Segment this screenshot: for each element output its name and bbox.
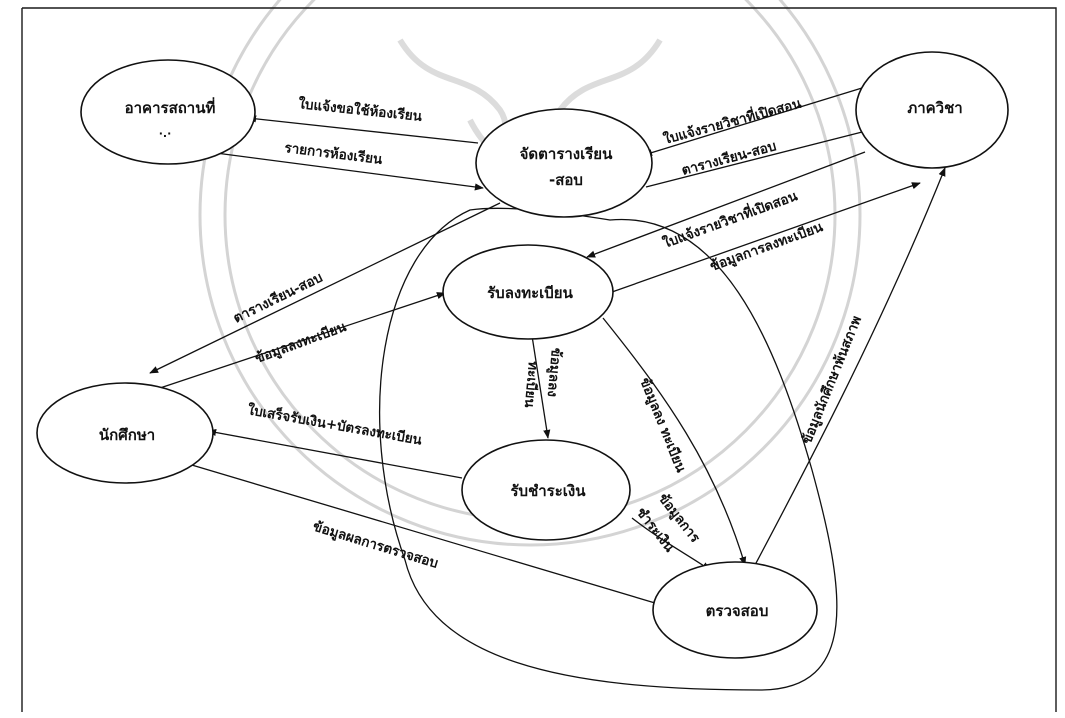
node-building-mark: ·.· — [159, 127, 172, 140]
flow-line-student-to-registration — [159, 292, 446, 389]
flow-line-audit-to-student — [174, 458, 656, 604]
node-payment: รับชำระเงิน — [461, 439, 631, 541]
node-registration-label: รับลงทะเบียน — [487, 284, 573, 302]
flow-line-schedule-to-student — [149, 202, 501, 374]
flow-label-room-request: ใบแจ้งขอใช้ห้องเรียน — [298, 95, 424, 125]
flow-line-audit-to-department — [754, 167, 946, 566]
flow-line-course-offer-to-registration — [586, 151, 866, 258]
node-scheduling: จัดตารางเรียน -สอบ — [475, 108, 653, 218]
node-department-label: ภาควิชา — [907, 99, 962, 117]
flow-label-schedule-to-department: ตารางเรียน-สอบ — [680, 138, 778, 179]
flow-line-registration-to-department — [611, 182, 921, 293]
node-registration: รับลงทะเบียน — [442, 244, 614, 340]
flow-label-registration-to-payment-2: ทะเบียน — [521, 360, 541, 408]
flow-label-schedule-to-student: ตารางเรียน-สอบ — [231, 270, 325, 327]
flow-line-registration-to-payment — [529, 322, 551, 439]
node-scheduling-label-line2: -สอบ — [549, 171, 583, 189]
node-department: ภาควิชา — [855, 51, 1009, 169]
flow-line-receipt-to-student — [207, 428, 463, 479]
node-audit-label: ตรวจสอบ — [706, 602, 769, 620]
flow-lines — [149, 87, 946, 604]
node-building: อาคารสถานที่ ·.· — [80, 59, 256, 165]
flow-label-student-to-registration: ข้อมูลลงทะเบียน — [253, 319, 349, 367]
flow-label-audit-to-department: ข้อมูลนักศึกษาพ้นสภาพ — [799, 313, 865, 446]
diagram-frame — [21, 7, 1057, 712]
flow-line-schedule-to-department — [645, 128, 871, 188]
flow-line-registration-to-audit — [602, 317, 747, 566]
flow-line-course-offer-to-schedule — [643, 87, 863, 157]
flow-line-room-request — [247, 115, 479, 144]
node-student: นักศึกษา — [36, 382, 214, 484]
node-audit: ตรวจสอบ — [652, 561, 818, 659]
node-student-label: นักศึกษา — [99, 426, 155, 444]
node-building-label: อาคารสถานที่ — [125, 97, 216, 117]
node-payment-label: รับชำระเงิน — [511, 482, 587, 500]
node-scheduling-label: จัดตารางเรียน — [520, 145, 613, 163]
flow-line-room-list — [192, 149, 484, 191]
system-boundary-loop — [378, 207, 838, 691]
flow-label-course-offer-to-schedule: ใบแจ้งรายวิชาที่เปิดสอน — [661, 93, 804, 148]
flow-label-receipt-to-student: ใบเสร็จรับเงิน+บัตรลงทะเบียน — [246, 400, 424, 449]
flow-label-registration-to-payment-1: ข้อมูลลง — [544, 347, 564, 398]
